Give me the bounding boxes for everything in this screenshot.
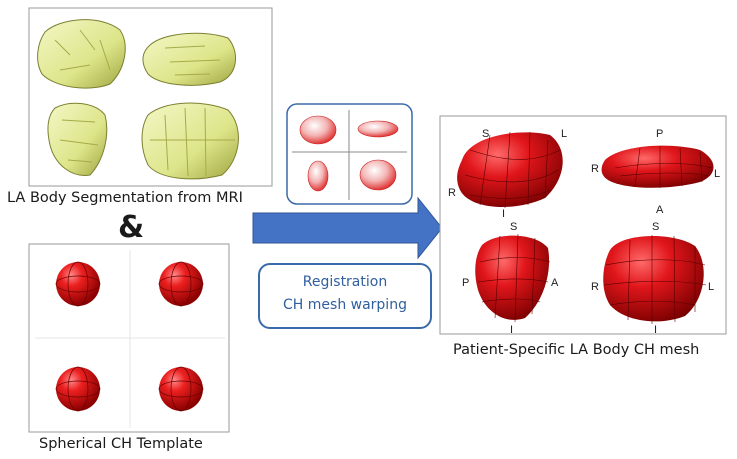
view3-label-left: P	[462, 277, 469, 289]
view4-label-left: R	[591, 281, 599, 293]
output-mesh-1	[457, 131, 563, 209]
view3-label-top: S	[510, 221, 517, 233]
view2-label-top: P	[656, 128, 663, 140]
intermediate-shape-1	[299, 115, 337, 145]
ampersand: &	[118, 210, 145, 245]
view4-label-top: S	[652, 221, 659, 233]
view2-label-right: L	[714, 168, 720, 180]
intermediate-shape-4	[359, 159, 397, 191]
view4-label-bottom: I	[654, 324, 657, 336]
template-sphere-2	[158, 261, 204, 307]
segmentation-caption: LA Body Segmentation from MRI	[7, 190, 243, 206]
view1-label-bottom: I	[502, 208, 505, 220]
yellow-segment-3	[47, 102, 108, 176]
output-mesh-2	[601, 145, 714, 188]
template-sphere-1	[55, 261, 101, 307]
yellow-segment-2	[142, 32, 236, 86]
view1-label-right: L	[561, 128, 567, 140]
registration-line-1: Registration	[302, 274, 388, 290]
registration-line-2: CH mesh warping	[283, 297, 407, 313]
yellow-segment-1	[37, 19, 126, 89]
view1-label-top: S	[482, 128, 489, 140]
template-sphere-4	[158, 366, 204, 412]
intermediate-shape-3	[307, 160, 329, 192]
template-caption: Spherical CH Template	[39, 436, 203, 452]
view3-label-bottom: I	[510, 324, 513, 336]
view1-label-left: R	[448, 187, 456, 199]
view3-label-right: A	[551, 277, 559, 289]
yellow-segment-4	[141, 102, 239, 180]
output-caption: Patient-Specific LA Body CH mesh	[453, 342, 700, 358]
output-mesh-3	[475, 233, 551, 323]
output-mesh-4	[603, 235, 707, 324]
registration-box: Registration CH mesh warping	[258, 263, 432, 329]
intermediate-shape-2	[357, 120, 399, 138]
process-arrow	[252, 196, 443, 260]
view2-label-bottom: A	[656, 204, 664, 216]
view2-label-left: R	[591, 163, 599, 175]
view4-label-right: L	[708, 281, 714, 293]
template-sphere-3	[55, 366, 101, 412]
